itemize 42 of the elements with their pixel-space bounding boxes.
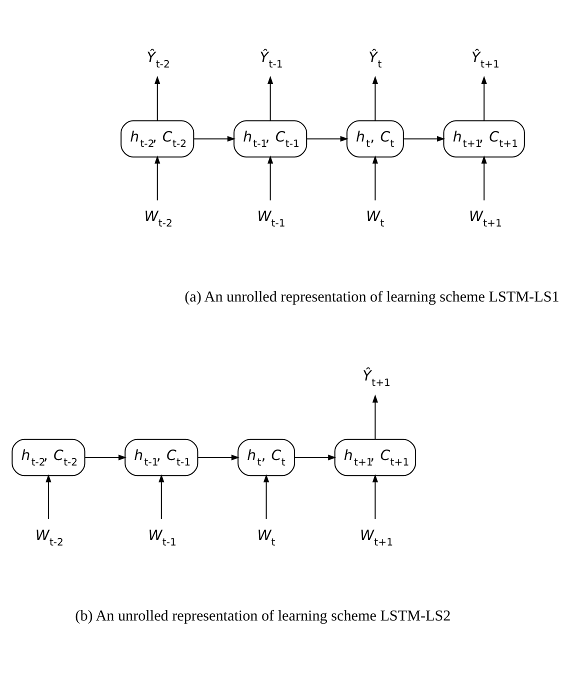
arrow xyxy=(154,75,160,120)
arrow xyxy=(294,454,336,460)
node-text: Ŷ$_{t-1}$ xyxy=(260,49,283,70)
node-box: h$_{t+1}$, C$_{t+1}$ xyxy=(334,438,416,476)
arrow xyxy=(198,454,240,460)
arrow xyxy=(267,75,274,120)
node-box: h$_{t}$, C$_{t}$ xyxy=(238,438,296,476)
node-text: W$_{t-1}$ xyxy=(257,208,286,230)
node-text: Ŷ$_{t}$ xyxy=(368,49,382,70)
arrow xyxy=(481,75,487,120)
node-text: W$_{t-2}$ xyxy=(35,527,64,548)
arrow xyxy=(267,155,274,200)
arrow xyxy=(306,136,348,142)
node-text: Ŷ$_{t+1}$ xyxy=(362,368,390,389)
node-text: W$_{t+1}$ xyxy=(468,208,502,230)
node-box: h$_{t-2}$, C$_{t-2}$ xyxy=(120,120,194,157)
arrow xyxy=(194,136,236,142)
arrow xyxy=(372,155,378,200)
node-box: h$_{t-1}$, C$_{t-1}$ xyxy=(124,438,198,476)
arrow xyxy=(46,474,52,518)
arrow xyxy=(158,474,164,518)
node-box: h$_{t-1}$, C$_{t-1}$ xyxy=(234,120,308,157)
label: (b) An unrolled representation of learning scheme LSTM-LS2 xyxy=(75,608,451,624)
node-text: Ŷ$_{t-2}$ xyxy=(146,49,170,70)
arrow xyxy=(85,454,127,460)
node-text: W$_{t}$ xyxy=(257,527,276,548)
arrow xyxy=(154,155,160,200)
node-box: h$_{t+1}$, C$_{t+1}$ xyxy=(443,120,525,157)
node-text: W$_{t-1}$ xyxy=(148,527,176,548)
arrow xyxy=(372,394,378,439)
node-text: W$_{t}$ xyxy=(366,208,384,230)
arrow xyxy=(481,155,487,200)
arrow xyxy=(404,136,446,142)
arrow xyxy=(263,474,270,518)
node-text: Ŷ$_{t+1}$ xyxy=(471,49,500,70)
label: (a) An unrolled representation of learning scheme LSTM-LS1 xyxy=(184,289,560,306)
node-box: h$_{t-2}$, C$_{t-2}$ xyxy=(12,438,86,476)
arrow xyxy=(372,474,378,518)
node-text: W$_{t-2}$ xyxy=(144,208,172,230)
node-box: h$_{t}$, C$_{t}$ xyxy=(346,120,404,157)
arrow xyxy=(372,75,378,120)
node-text: W$_{t+1}$ xyxy=(360,527,393,548)
